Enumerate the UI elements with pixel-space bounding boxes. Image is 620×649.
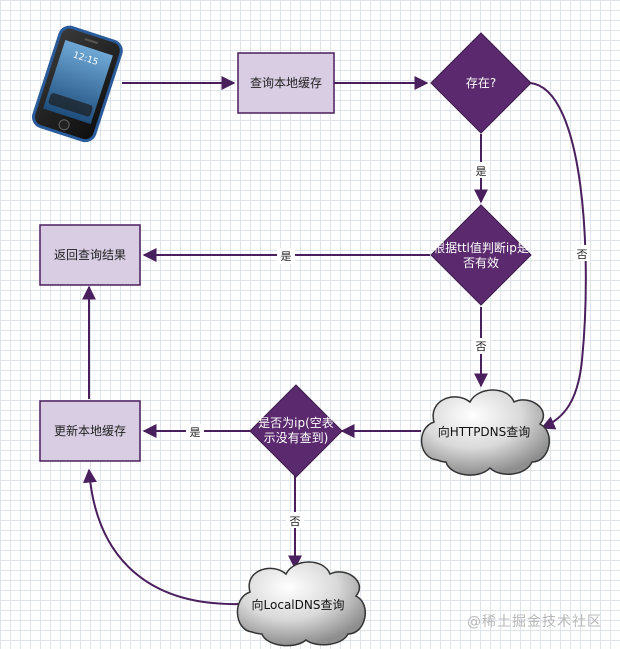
watermark: @稀土掘金技术社区 <box>467 614 602 630</box>
label-ttl-yes: 是 <box>281 250 292 263</box>
node-return-result: 返回查询结果 <box>39 224 141 286</box>
node-localdns-query: 向LocalDNS查询 <box>236 561 366 647</box>
node-update-cache-label: 更新本地缓存 <box>54 423 126 438</box>
label-empty-no: 否 <box>290 515 301 528</box>
node-exists-label: 存在? <box>466 76 496 90</box>
edges <box>82 76 587 606</box>
edge-labels: 是 否 是 否 是 否 <box>186 162 590 528</box>
node-query-cache: 查询本地缓存 <box>237 52 335 114</box>
node-is-empty-label-2: 示没有查到) <box>264 430 329 445</box>
edge-localdns-to-update <box>83 468 241 606</box>
node-is-empty-label-1: 是否为ip(空表 <box>258 416 334 430</box>
node-localdns-query-label: 向LocalDNS查询 <box>252 597 345 612</box>
node-query-cache-label: 查询本地缓存 <box>250 76 322 90</box>
label-empty-yes: 是 <box>190 426 201 439</box>
label-ttl-no: 否 <box>476 340 487 353</box>
edge-exists-to-httpdns <box>529 82 587 430</box>
node-httpdns-query-label: 向HTTPDNS查询 <box>438 424 531 439</box>
node-exists: 存在? <box>430 32 532 134</box>
label-exists-no: 否 <box>577 248 588 261</box>
label-exists-yes: 是 <box>476 165 487 178</box>
node-update-cache: 更新本地缓存 <box>39 400 141 462</box>
node-is-empty: 是否为ip(空表 示没有查到) <box>249 384 343 478</box>
phone-icon: 12:15 <box>31 25 123 143</box>
node-return-result-label: 返回查询结果 <box>54 248 126 262</box>
node-ttl-check-label-1: 根据ttl值判断ip是 <box>433 240 529 255</box>
node-ttl-check: 根据ttl值判断ip是 否有效 <box>430 204 532 306</box>
node-ttl-check-label-2: 否有效 <box>463 255 499 270</box>
node-httpdns-query: 向HTTPDNS查询 <box>420 389 550 476</box>
